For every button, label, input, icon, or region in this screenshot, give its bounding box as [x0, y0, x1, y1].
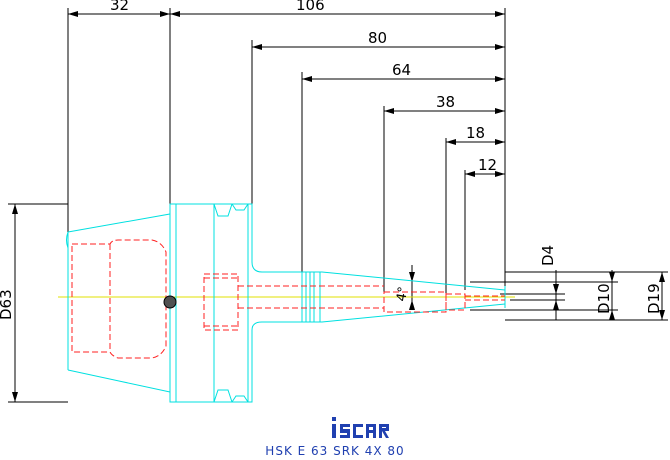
- dim-d4: D4: [539, 245, 557, 266]
- dim-d19: D19: [645, 283, 663, 314]
- dim-d63: D63: [0, 289, 15, 320]
- dimension-labels: 32 106 80 64 38 18 12 D63 D4 D10 D19 4°: [0, 0, 663, 320]
- model-caption: HSK E 63 SRK 4X 80: [265, 444, 405, 458]
- dim-64: 64: [392, 61, 411, 79]
- dim-32: 32: [110, 0, 129, 14]
- dim-80: 80: [368, 29, 387, 47]
- dim-18: 18: [466, 124, 485, 142]
- dim-d10: D10: [595, 283, 613, 314]
- holder-outline: [66, 203, 506, 403]
- dim-12: 12: [478, 156, 497, 174]
- hidden-lines: [71, 239, 505, 359]
- dimension-arrows: [12, 11, 665, 402]
- center-hole-marker: [163, 295, 177, 309]
- dim-106: 106: [296, 0, 325, 14]
- iscar-logo-icon: [332, 417, 389, 438]
- dim-38: 38: [436, 93, 455, 111]
- dim-angle: 4°: [394, 286, 411, 303]
- dimension-lines: [8, 8, 668, 403]
